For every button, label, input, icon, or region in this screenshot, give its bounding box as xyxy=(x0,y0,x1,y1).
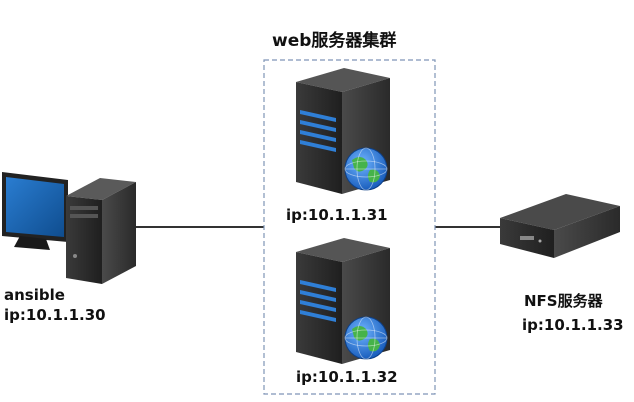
ansible-ip: ip:10.1.1.30 xyxy=(4,306,106,324)
ansible-name: ansible xyxy=(4,286,65,304)
rack-server-icon xyxy=(500,194,620,258)
cluster-title: web服务器集群 xyxy=(272,31,397,51)
web1-ip: ip:10.1.1.31 xyxy=(286,206,388,224)
web-server-2-icon xyxy=(296,238,390,364)
nfs-ip: ip:10.1.1.33 xyxy=(522,316,624,334)
web2-ip: ip:10.1.1.32 xyxy=(296,368,398,386)
globe-icon xyxy=(344,147,388,191)
nfs-name: NFS服务器 xyxy=(524,292,603,310)
web-server-1-icon xyxy=(296,68,390,194)
desktop-computer-icon xyxy=(2,172,136,284)
globe-icon xyxy=(344,316,388,360)
web-cluster-box xyxy=(263,59,436,395)
